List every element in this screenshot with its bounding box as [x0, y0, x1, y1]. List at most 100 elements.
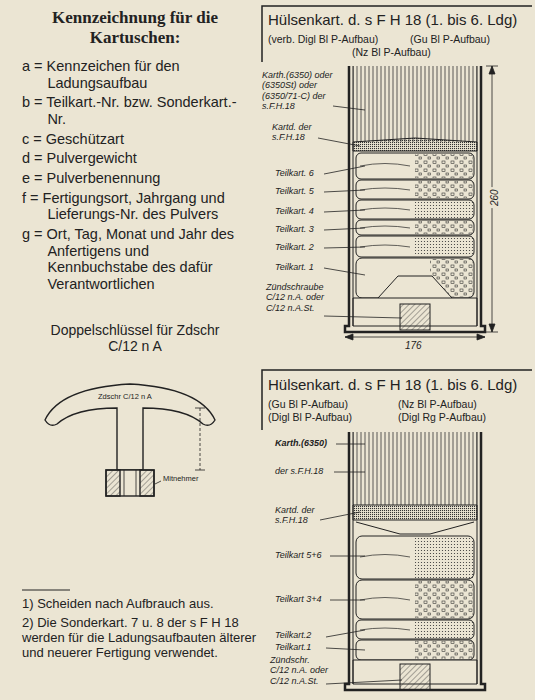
- dimension-line: [345, 334, 353, 340]
- cartridge-case-upper: [477, 66, 478, 326]
- part-label: Teilkart. 4: [275, 206, 314, 216]
- key-entry: a = Kennzeichen für den Ladungsaufbau: [22, 58, 250, 91]
- cartridge-case-upper: [356, 153, 474, 179]
- cartridge-case-lower: [353, 432, 354, 684]
- footnote: 2) Die Sonderkart. 7 u. 8 der s F H 18 w…: [22, 616, 262, 661]
- heading-bracket: [262, 6, 532, 62]
- leader-line: [330, 556, 365, 557]
- key-entry: f = Fertigungsort, Jahrgang und Lieferun…: [22, 190, 250, 223]
- leader-line: [326, 648, 365, 650]
- cartridge-case-upper: [415, 201, 473, 218]
- part-label: Teilkart. 3: [275, 224, 314, 234]
- leader-line: [324, 210, 365, 212]
- leader-line: [318, 106, 402, 318]
- dimension-line: [345, 66, 498, 340]
- double-key: [140, 470, 154, 496]
- part-label: Karth.(6350) oder (6350St) oder (6350/71…: [262, 70, 342, 111]
- leader-line: [324, 268, 365, 275]
- heading-bracket: [262, 370, 532, 430]
- subheading: (Gu Bl P-Aufbau): [410, 33, 490, 45]
- section-heading: Hülsenkart. d. s F H 18 (1. bis 6. Ldg): [268, 376, 517, 393]
- key-entry: c = Geschützart: [22, 131, 250, 148]
- part-label: Teilkart.1: [275, 642, 311, 652]
- key-entry: g = Ort, Tag, Monat und Jahr des Anferti…: [22, 226, 250, 293]
- leader-line: [320, 444, 402, 684]
- cartridge-case-upper: [356, 258, 474, 298]
- cartridge-case-lower: [477, 432, 478, 684]
- part-label: Zündschraube C/12 n.A. oder C/12 n.A.St.: [266, 282, 330, 313]
- leader-line: [326, 630, 365, 637]
- leader-line: [330, 600, 365, 601]
- cartridge-case-lower: [400, 664, 430, 690]
- cartridge-case-lower: [415, 537, 473, 578]
- cartridge-case-lower: [415, 641, 473, 659]
- subheading: (Gu Bl P-Aufbau): [268, 398, 348, 410]
- part-label: Mitnehmer: [163, 475, 198, 484]
- part-label: Kartd. der s.F.H.18: [272, 122, 330, 143]
- dimension-line: [489, 66, 495, 74]
- leader-line: [324, 247, 365, 248]
- subheading: (Digl Bl P-Aufbau): [268, 411, 352, 423]
- cartridge-case-lower: [356, 620, 474, 639]
- dimension: 176: [405, 340, 422, 352]
- cartridge-case-upper: [415, 237, 473, 256]
- leader-line: [320, 512, 360, 520]
- part-label: Zündschr. C/12 n.A. oder C/12 n.A.St.: [270, 655, 330, 686]
- part-label: Teilkart. 5: [275, 186, 314, 196]
- key-entry: e = Pulverbenennung: [22, 170, 250, 187]
- subheading: (verb. Digl Bl P-Aufbau): [268, 33, 378, 45]
- part-label: Teilkart 5+6: [275, 550, 321, 560]
- cartridge-case-upper: [345, 66, 485, 332]
- heading-bracket: [262, 6, 532, 430]
- leader-line: [324, 166, 365, 174]
- cartridge-case-upper: [415, 181, 473, 198]
- cartridge-case-upper: [415, 221, 473, 234]
- double-key: [106, 470, 120, 496]
- key-caption: Doppelschlüssel für Zdschr C/12 n A: [50, 322, 220, 354]
- cartridge-case-lower: [356, 536, 474, 579]
- section-heading: Hülsenkart. d. s F H 18 (1. bis 6. Ldg): [268, 11, 517, 28]
- leader-line: [326, 680, 402, 684]
- part-label: der s.F.H.18: [275, 466, 323, 476]
- double-key: [195, 408, 205, 409]
- engraving: Zdschr C/12 n A: [98, 393, 152, 402]
- double-key: [45, 384, 215, 470]
- leader-line: [333, 106, 365, 110]
- cartridge-case-upper: [356, 200, 474, 219]
- cartridge-case-lower: [345, 432, 485, 690]
- cartridge-case-lower: [356, 640, 474, 660]
- cartridge-case-lower: [353, 505, 477, 520]
- cartridge-case-upper: [356, 180, 474, 199]
- footnote: 1) Scheiden nach Aufbrauch aus.: [22, 597, 262, 612]
- key-entry: d = Pulvergewicht: [22, 150, 250, 167]
- cartridge-case-upper: [353, 138, 477, 151]
- double-key: [124, 470, 125, 496]
- double-key: [195, 470, 205, 471]
- cartridge-case-upper: [356, 236, 474, 257]
- subheading: (Digl Rg P-Aufbau): [398, 411, 486, 423]
- part-label: Teilkart. 1: [275, 262, 314, 272]
- leader-line: [324, 190, 365, 192]
- cartridge-case-upper: [345, 66, 485, 332]
- part-label: Karth.(6350): [275, 438, 327, 448]
- cartridge-case-upper: [360, 164, 410, 248]
- footnote-rule: [22, 590, 70, 591]
- cartridge-case-lower: [415, 581, 473, 618]
- cartridge-case-upper: [353, 66, 477, 142]
- double-key: [155, 481, 161, 484]
- dimension-line: [489, 324, 495, 332]
- part-label: Teilkart. 6: [275, 168, 314, 178]
- part-label: Kartd. der s.F.H.18: [275, 505, 333, 526]
- cartridge-case-upper: [378, 276, 452, 298]
- leader-line: [318, 138, 360, 146]
- cartridge-case-upper: [356, 220, 474, 235]
- double-key: [45, 384, 215, 496]
- leader-line: [324, 228, 365, 230]
- cartridge-case-upper: [353, 66, 354, 326]
- footnote-rule: [22, 590, 70, 591]
- double-key: [200, 408, 201, 470]
- cartridge-case-lower: [356, 522, 474, 534]
- cartridge-case-upper: [415, 154, 473, 178]
- leader-line: [336, 444, 365, 445]
